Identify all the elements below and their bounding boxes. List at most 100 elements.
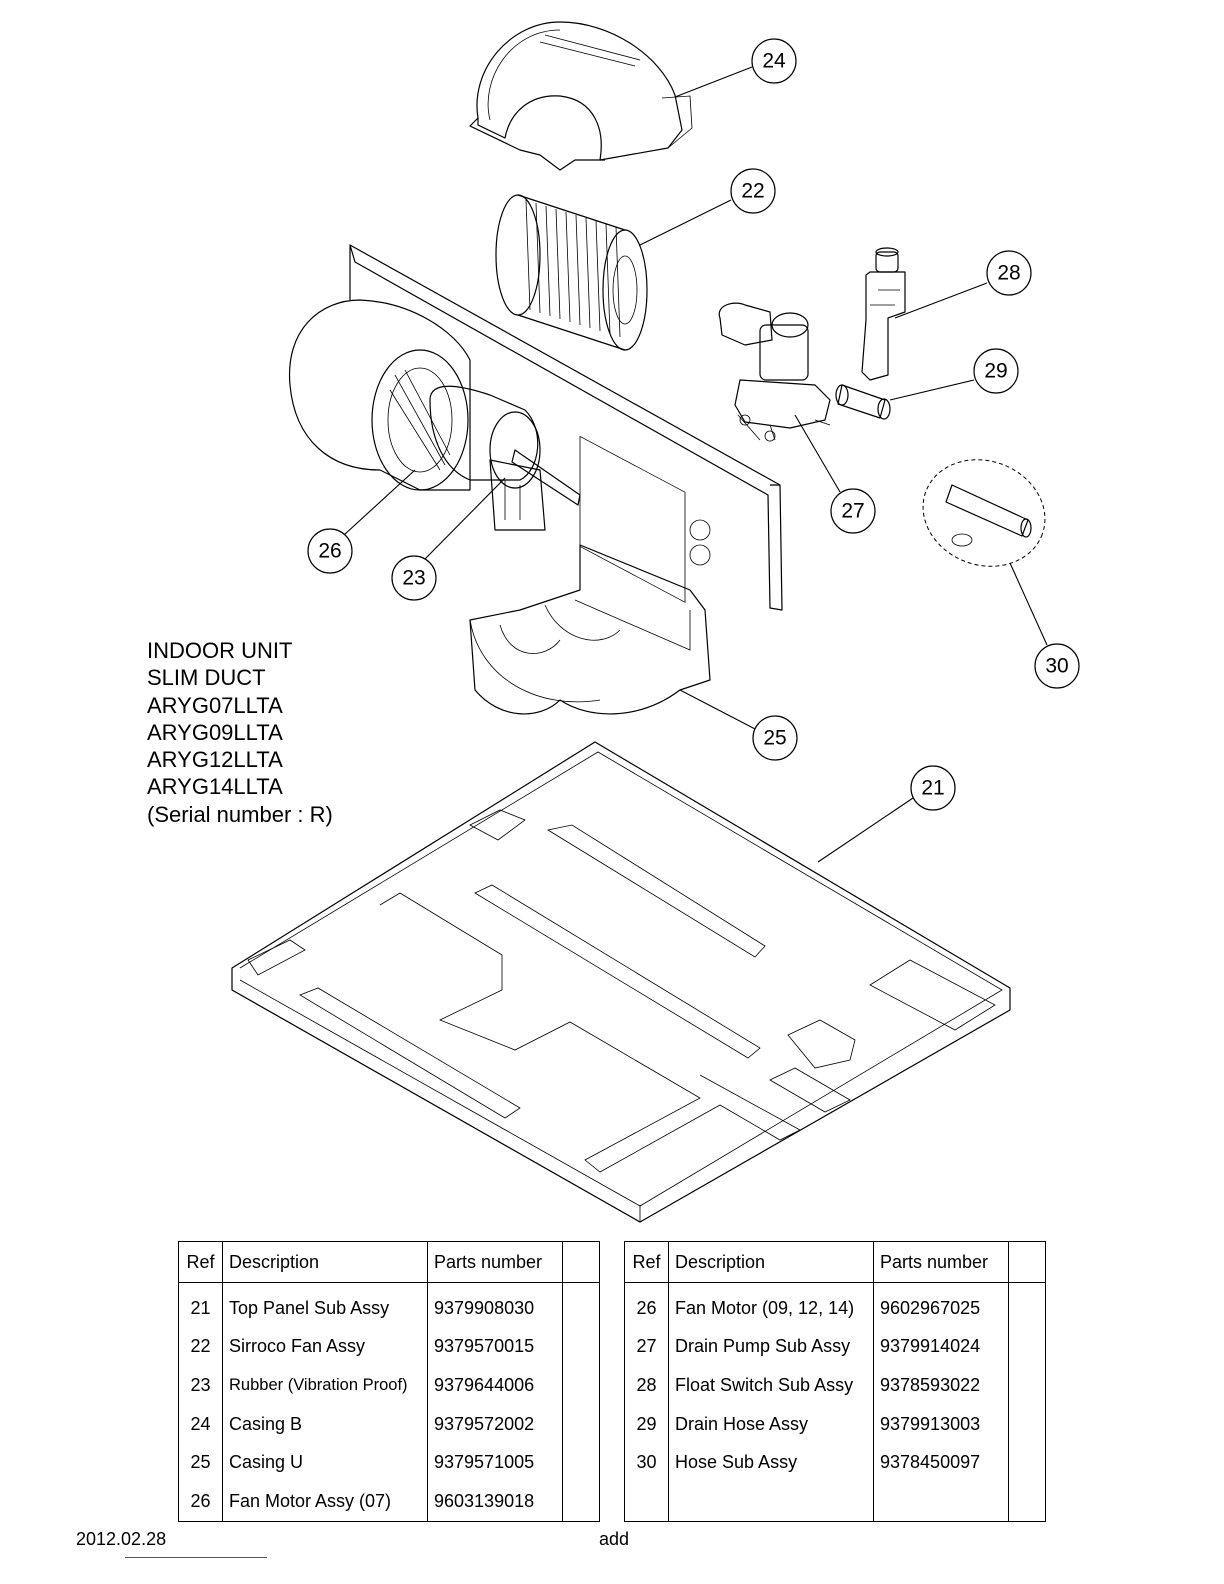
callout-24: 24 <box>751 38 797 84</box>
parts-table-left: Ref Description Parts number 21 Top Pane… <box>178 1241 600 1522</box>
cell-parts-number: 9378450097 <box>873 1443 1009 1482</box>
cell-description: Drain Hose Assy <box>668 1404 874 1444</box>
svg-text:24: 24 <box>762 50 786 73</box>
title-line: (Serial number : R) <box>147 801 333 827</box>
cell-blank <box>562 1481 600 1522</box>
callout-28: 28 <box>986 250 1032 296</box>
footer-link-underline[interactable] <box>125 1557 267 1558</box>
title-line: ARYG07LLTA <box>147 692 283 718</box>
table-row: 25 Casing U 9379571005 <box>178 1443 600 1482</box>
svg-text:30: 30 <box>1045 655 1068 678</box>
cell-parts-number: 9379908030 <box>427 1282 563 1328</box>
part-drain-hose <box>835 384 891 420</box>
callout-26: 26 <box>307 528 353 574</box>
cell-ref: 30 <box>624 1443 669 1482</box>
footer-date: 2012.02.28 <box>76 1529 167 1549</box>
cell-description: Float Switch Sub Assy <box>668 1366 874 1405</box>
callout-27: 27 <box>830 488 876 534</box>
part-drain-pump <box>718 302 831 442</box>
cell-ref <box>624 1481 669 1522</box>
svg-text:22: 22 <box>741 180 764 203</box>
cell-parts-number: 9378593022 <box>873 1366 1009 1405</box>
svg-text:28: 28 <box>997 262 1020 285</box>
header-description: Description <box>222 1241 428 1283</box>
callout-30: 30 <box>1034 643 1080 689</box>
cell-parts-number: 9379913003 <box>873 1404 1009 1444</box>
part-hose-sub-assy <box>922 459 1046 567</box>
cell-parts-number <box>873 1481 1009 1522</box>
callout-22: 22 <box>730 168 776 214</box>
part-fan-motor <box>288 299 581 531</box>
callout-25: 25 <box>752 715 798 761</box>
cell-ref: 29 <box>624 1404 669 1444</box>
footer-note: add <box>599 1529 630 1549</box>
leader-lines <box>343 66 1048 863</box>
cell-parts-number: 9379914024 <box>873 1327 1009 1367</box>
cell-blank <box>1008 1443 1046 1482</box>
table-row: 26 Fan Motor (09, 12, 14) 9602967025 <box>624 1282 1046 1328</box>
table-row: 22 Sirroco Fan Assy 9379570015 <box>178 1327 600 1367</box>
cell-blank <box>562 1282 600 1328</box>
model-title-block: INDOOR UNIT SLIM DUCT ARYG07LLTA ARYG09L… <box>147 637 333 828</box>
cell-description: Drain Pump Sub Assy <box>668 1327 874 1367</box>
cell-parts-number: 9379570015 <box>427 1327 563 1367</box>
cell-parts-number: 9379571005 <box>427 1443 563 1482</box>
title-line: ARYG12LLTA <box>147 747 283 773</box>
svg-text:21: 21 <box>921 777 944 800</box>
part-casing-u <box>469 544 711 715</box>
cell-parts-number: 9379644006 <box>427 1366 563 1405</box>
cell-ref: 27 <box>624 1327 669 1367</box>
table-row: 27 Drain Pump Sub Assy 9379914024 <box>624 1327 1046 1367</box>
header-ref: Ref <box>178 1241 223 1283</box>
cell-description: Sirroco Fan Assy <box>222 1327 428 1367</box>
callout-29: 29 <box>973 348 1019 394</box>
cell-parts-number: 9602967025 <box>873 1282 1009 1328</box>
svg-text:26: 26 <box>318 540 341 563</box>
cell-description <box>668 1481 874 1522</box>
cell-description: Fan Motor (09, 12, 14) <box>668 1282 874 1328</box>
part-back-panel <box>349 244 783 611</box>
title-line: ARYG14LLTA <box>147 774 283 800</box>
callout-23: 23 <box>391 555 437 601</box>
header-blank <box>562 1241 600 1283</box>
cell-ref: 26 <box>178 1481 223 1522</box>
cell-ref: 26 <box>624 1282 669 1328</box>
header-parts-number: Parts number <box>427 1241 563 1283</box>
svg-text:23: 23 <box>402 567 425 590</box>
cell-parts-number: 9603139018 <box>427 1481 563 1522</box>
header-parts-number: Parts number <box>873 1241 1009 1283</box>
cell-blank <box>1008 1481 1046 1522</box>
part-sirocco-fan <box>495 194 648 351</box>
table-row: 23 Rubber (Vibration Proof) 9379644006 <box>178 1366 600 1405</box>
table-row: 28 Float Switch Sub Assy 9378593022 <box>624 1366 1046 1405</box>
cell-ref: 24 <box>178 1404 223 1444</box>
table-header-row: Ref Description Parts number <box>178 1241 600 1283</box>
table-header-row: Ref Description Parts number <box>624 1241 1046 1283</box>
table-row: 21 Top Panel Sub Assy 9379908030 <box>178 1282 600 1328</box>
cell-ref: 22 <box>178 1327 223 1367</box>
parts-table-right: Ref Description Parts number 26 Fan Moto… <box>624 1241 1046 1522</box>
table-row: 24 Casing B 9379572002 <box>178 1404 600 1444</box>
cell-parts-number: 9379572002 <box>427 1404 563 1444</box>
table-row: 30 Hose Sub Assy 9378450097 <box>624 1443 1046 1482</box>
svg-text:29: 29 <box>984 360 1007 383</box>
cell-blank <box>562 1404 600 1444</box>
cell-ref: 28 <box>624 1366 669 1405</box>
title-line: SLIM DUCT <box>147 665 266 691</box>
cell-blank <box>1008 1327 1046 1367</box>
cell-ref: 25 <box>178 1443 223 1482</box>
table-row <box>624 1481 1046 1522</box>
title-line: INDOOR UNIT <box>147 638 293 663</box>
cell-blank <box>1008 1282 1046 1328</box>
cell-description: Top Panel Sub Assy <box>222 1282 428 1328</box>
callout-21: 21 <box>910 765 956 811</box>
cell-description: Casing U <box>222 1443 428 1482</box>
cell-blank <box>562 1443 600 1482</box>
part-float-switch <box>861 247 906 381</box>
svg-text:25: 25 <box>763 727 786 750</box>
header-description: Description <box>668 1241 874 1283</box>
title-line: ARYG09LLTA <box>147 719 283 745</box>
cell-blank <box>562 1327 600 1367</box>
table-row: 29 Drain Hose Assy 9379913003 <box>624 1404 1046 1444</box>
cell-description: Fan Motor Assy (07) <box>222 1481 428 1522</box>
